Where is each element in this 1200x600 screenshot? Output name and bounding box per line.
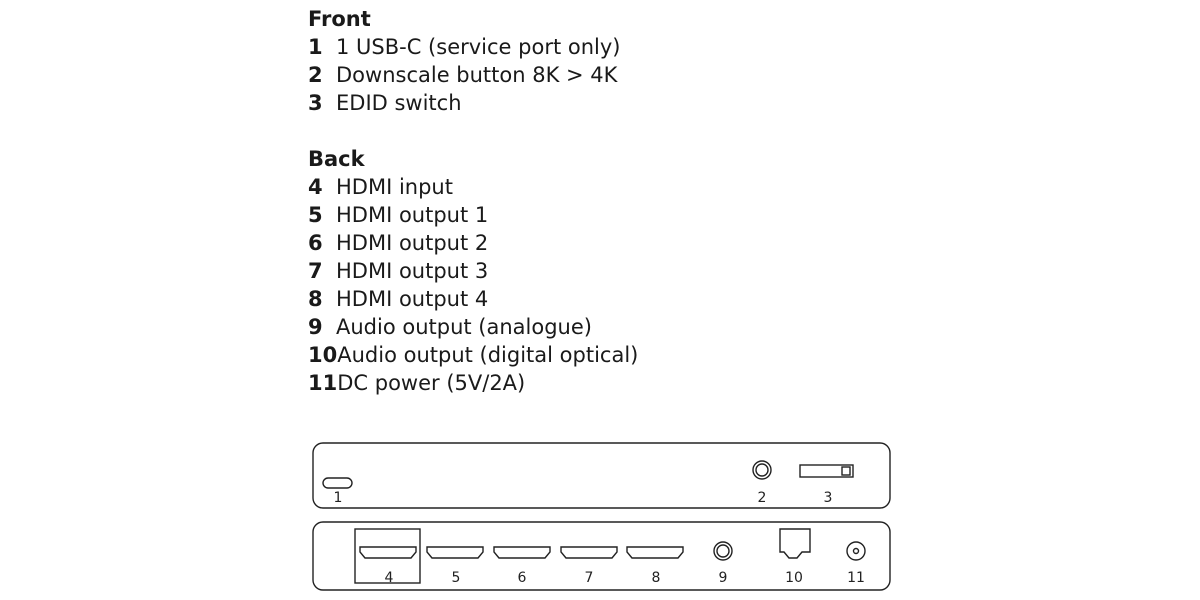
label-8: 8	[652, 570, 661, 586]
label-3: 3	[824, 490, 833, 506]
hdmi-output-port-icon	[626, 546, 684, 559]
usb-c-port-icon	[322, 477, 353, 489]
back-panel	[312, 521, 891, 591]
label-9: 9	[719, 570, 728, 586]
label-10: 10	[785, 570, 803, 586]
hdmi-output-port-icon	[493, 546, 551, 559]
legend-item: 11DC power (5V/2A)	[308, 371, 526, 395]
label-2: 2	[758, 490, 767, 506]
optical-audio-port-icon	[779, 528, 811, 559]
label-4: 4	[385, 570, 394, 586]
hdmi-input-port-icon	[359, 546, 417, 559]
label-6: 6	[518, 570, 527, 586]
dc-power-jack-icon	[846, 541, 866, 561]
edid-switch-icon	[799, 464, 854, 478]
label-1: 1	[334, 490, 343, 506]
legend-item: 10Audio output (digital optical)	[308, 343, 639, 367]
hdmi-output-port-icon	[560, 546, 618, 559]
back-heading: Back	[308, 147, 365, 171]
front-panel	[312, 442, 891, 509]
hdmi-output-port-icon	[426, 546, 484, 559]
label-11: 11	[847, 570, 865, 586]
downscale-button-icon	[752, 460, 772, 480]
hdmi-input-highlight	[354, 528, 421, 584]
label-5: 5	[452, 570, 461, 586]
front-heading: Front	[308, 7, 371, 31]
analogue-audio-jack-icon	[713, 541, 733, 561]
label-7: 7	[585, 570, 594, 586]
